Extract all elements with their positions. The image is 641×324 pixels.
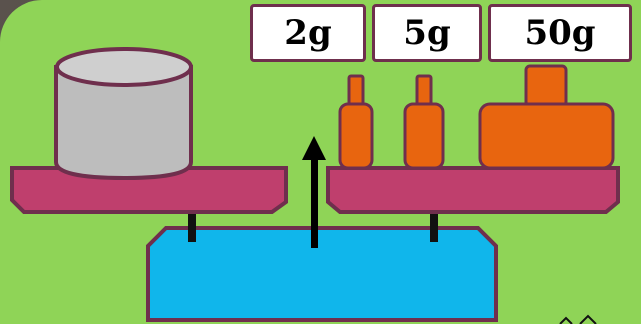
weight-label-5g: 5g <box>372 4 482 62</box>
up-arrow-icon <box>302 136 326 248</box>
weight-5g[interactable] <box>403 74 445 170</box>
left-post <box>188 208 196 242</box>
right-post <box>430 208 438 242</box>
sparkle-icon <box>559 314 597 324</box>
weight-label-50g: 50g <box>488 4 632 62</box>
weight-50g[interactable] <box>478 64 615 170</box>
container-on-left-pan[interactable] <box>54 47 193 181</box>
left-pan[interactable] <box>10 166 288 214</box>
weight-2g[interactable] <box>338 74 374 170</box>
right-pan[interactable] <box>326 166 620 214</box>
weight-label-2g: 2g <box>250 4 366 62</box>
balance-base <box>146 226 498 322</box>
